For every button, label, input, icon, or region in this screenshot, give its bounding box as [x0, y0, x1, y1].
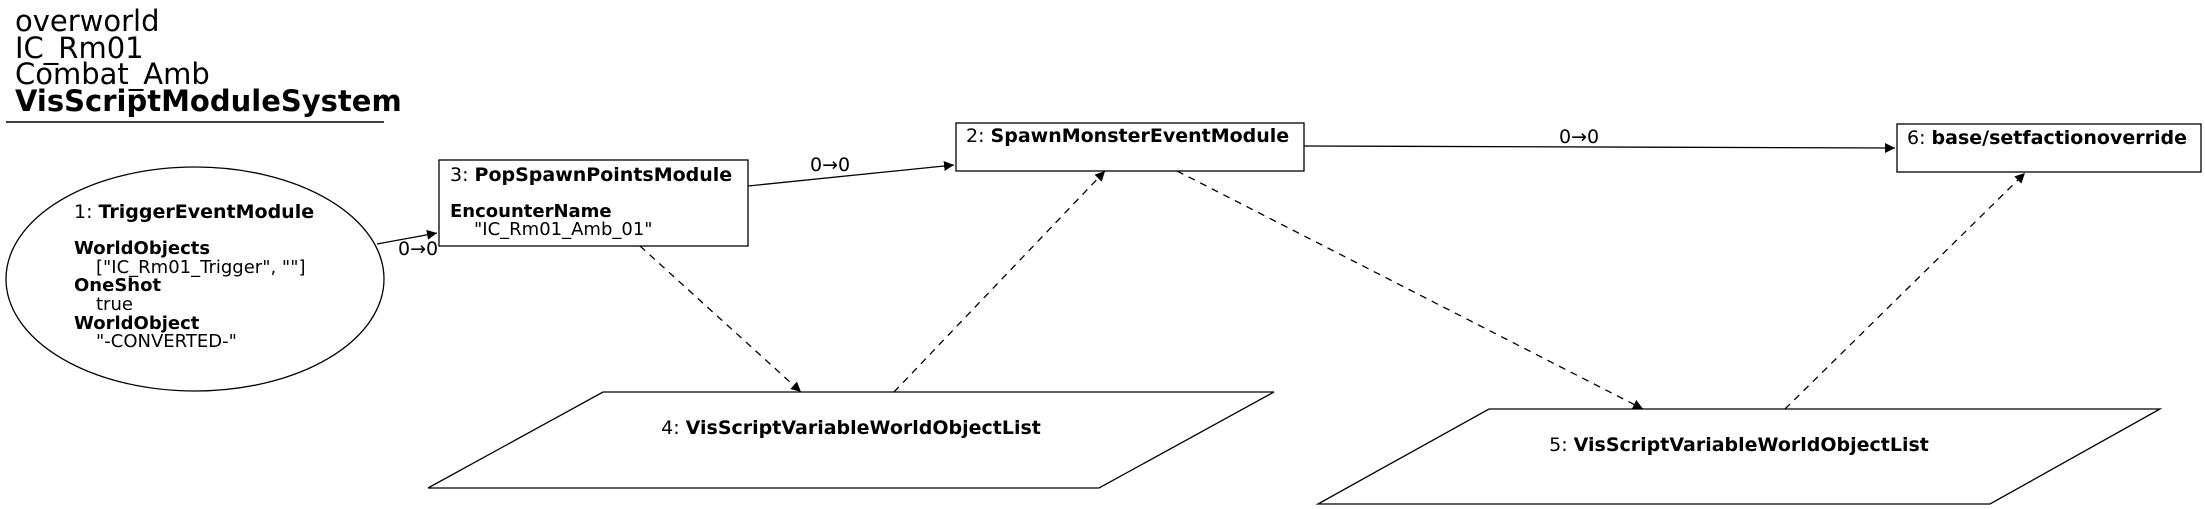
node-spawn-monster-event-module[interactable]: 2: SpawnMonsterEventModule [955, 122, 1305, 172]
node-3-prop-key-0: EncounterName [450, 201, 612, 222]
node-set-faction-override[interactable]: 6: base/setfactionoverride [1896, 123, 2202, 173]
edge-label-2-6: 0→0 [1559, 126, 1599, 148]
node-1-prop-key-2: WorldObject [74, 313, 200, 334]
edge-2-to-5-dashed [1176, 170, 1644, 410]
node-pop-spawn-points-module[interactable]: 3: PopSpawnPointsModule EncounterName "I… [438, 159, 749, 247]
node-1-title: 1: TriggerEventModule [74, 201, 314, 223]
edge-label-3-2: 0→0 [810, 154, 850, 176]
header-system-name: VisScriptModuleSystem [15, 84, 402, 118]
node-6-title: 6: base/setfactionoverride [1907, 127, 2187, 149]
node-5-title: 5: VisScriptVariableWorldObjectList [1549, 434, 1929, 456]
node-3-prop-val-0: "IC_Rm01_Amb_01" [474, 219, 653, 240]
node-trigger-event-module[interactable]: 1: TriggerEventModule WorldObjects ["IC_… [5, 166, 385, 392]
header-line-group: Combat_Amb [15, 57, 210, 91]
node-1-prop-val-1: true [96, 294, 133, 315]
node-3-title: 3: PopSpawnPointsModule [450, 164, 732, 186]
graph-header: overworld IC_Rm01 Combat_Amb VisScriptMo… [6, 4, 402, 123]
node-1-prop-key-1: OneShot [74, 275, 161, 296]
header-line-overworld: overworld [15, 4, 160, 38]
header-line-room: IC_Rm01 [15, 31, 144, 65]
node-world-object-list-4[interactable]: 4: VisScriptVariableWorldObjectList [427, 391, 1275, 489]
edge-1-to-3: 0→0 [376, 229, 438, 260]
node-1-prop-val-2: "-CONVERTED-" [96, 331, 237, 352]
edge-5-to-6-dashed [1784, 172, 2026, 410]
node-1-prop-val-0: ["IC_Rm01_Trigger", ""] [96, 257, 306, 278]
node-2-title: 2: SpawnMonsterEventModule [966, 125, 1289, 147]
node-4-title: 4: VisScriptVariableWorldObjectList [661, 417, 1041, 439]
node-1-prop-key-0: WorldObjects [74, 238, 210, 259]
edge-4-to-2-dashed [893, 170, 1106, 393]
edge-3-to-4-dashed [639, 245, 802, 393]
edge-3-to-2: 0→0 [747, 154, 955, 187]
edge-label-1-3: 0→0 [398, 238, 438, 260]
edge-2-to-6: 0→0 [1303, 126, 1896, 153]
node-world-object-list-5[interactable]: 5: VisScriptVariableWorldObjectList [1315, 408, 2163, 505]
